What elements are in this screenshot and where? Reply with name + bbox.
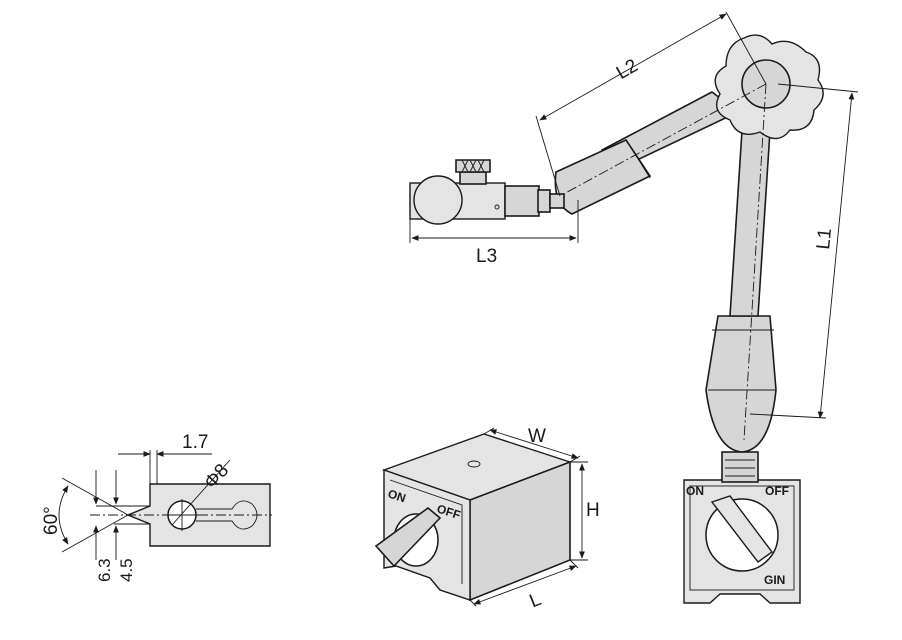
dimension-v-offset-large: 6.3 [95, 558, 114, 582]
v-groove-detail: 1.7 Φ8 60° 6.3 4.5 [41, 432, 272, 582]
iso-switch-lever [374, 506, 442, 568]
iso-on-label: ON [386, 487, 407, 506]
lower-arm-sleeve [705, 315, 777, 453]
articulated-arm [554, 34, 824, 453]
dimension-l3: L3 [476, 246, 497, 267]
holder-clamp-ring [413, 175, 463, 225]
base-on-label: ON [686, 484, 704, 498]
dimension-l2: L2 [613, 55, 642, 84]
dimension-groove-width: 1.7 [182, 432, 208, 453]
indicator-holder [409, 159, 565, 225]
dimension-v-offset-small: 4.5 [117, 558, 136, 582]
magnetic-base-front-view: ON OFF GIN [683, 451, 801, 604]
base-switch-lever [710, 495, 773, 563]
base-brand-label: GIN [764, 573, 785, 587]
magnetic-base-isometric: ON OFF [374, 433, 573, 602]
dimension-w: W [528, 426, 546, 447]
base-off-label: OFF [765, 484, 789, 498]
dimension-v-angle: 60° [41, 506, 62, 535]
dimension-h: H [586, 500, 600, 521]
base-dimensions: W H L [469, 426, 600, 612]
dimension-l1: L1 [813, 227, 836, 250]
dimension-l: L [527, 589, 545, 612]
